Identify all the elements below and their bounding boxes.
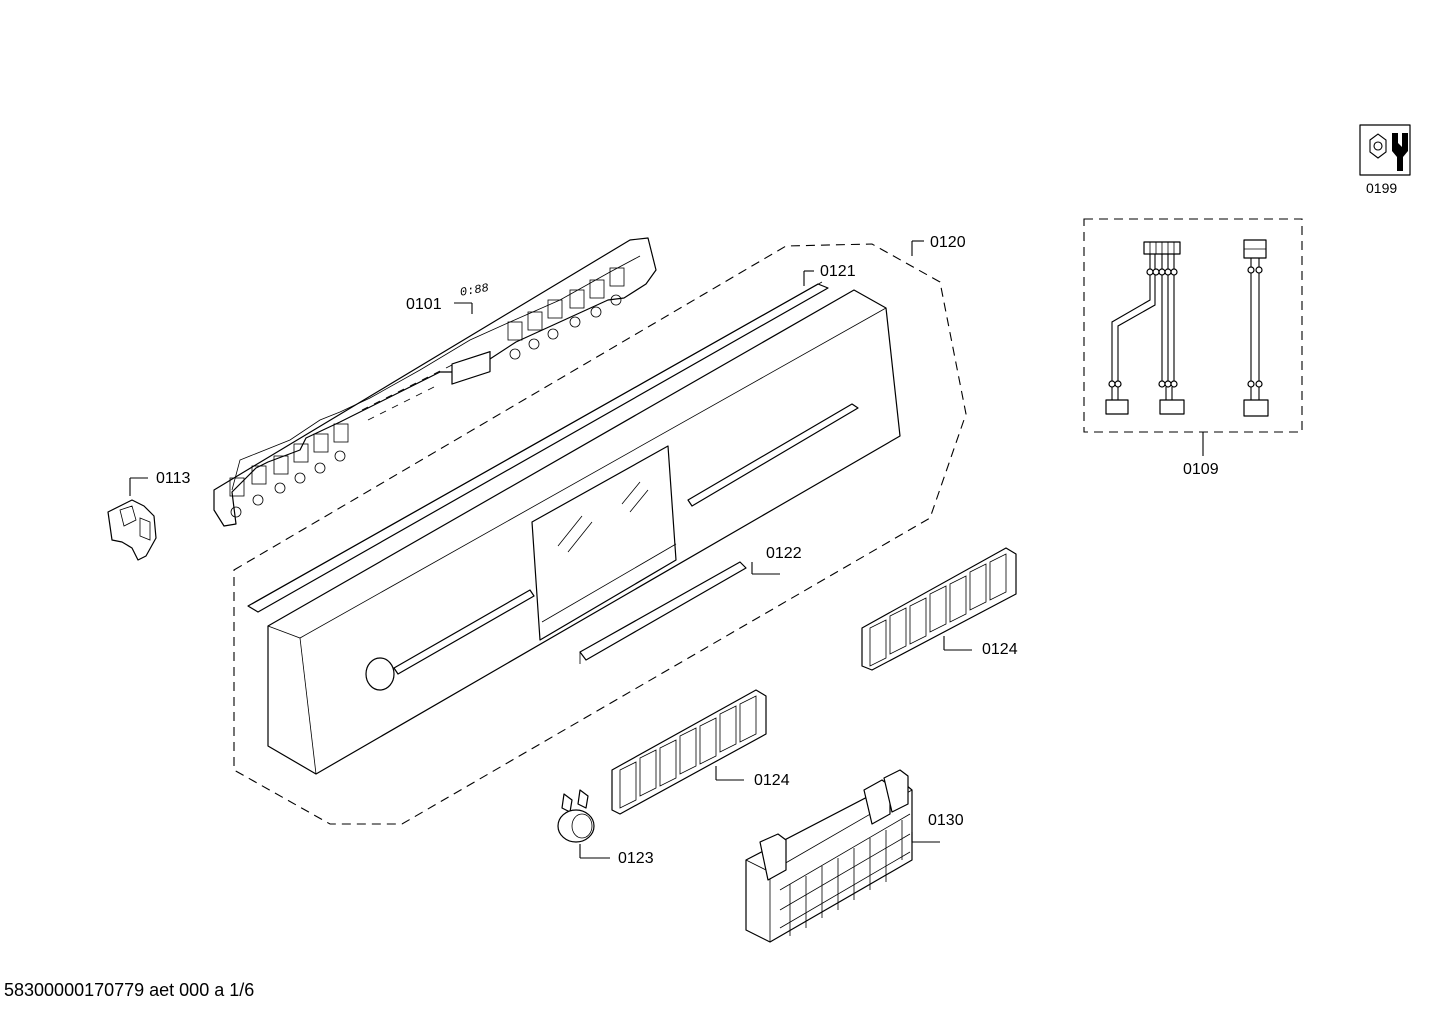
cable-set-0109 xyxy=(1083,218,1303,433)
nut-and-wrench-icon xyxy=(1359,124,1411,176)
svg-text:0:88: 0:88 xyxy=(460,281,489,300)
clip-0113 xyxy=(107,499,157,561)
fascia-panel xyxy=(267,289,901,775)
part-label-0109: 0109 xyxy=(1183,461,1219,478)
part-label-0113: 0113 xyxy=(156,470,191,487)
seal-strip-0121 xyxy=(247,281,829,613)
strip-0122 xyxy=(579,561,747,664)
knob-0123 xyxy=(557,789,595,843)
button-bar-0124-lower xyxy=(611,689,767,815)
part-label-0199: 0199 xyxy=(1366,180,1397,196)
part-label-0122: 0122 xyxy=(766,545,802,562)
bracket-0130 xyxy=(745,769,913,943)
document-id-footer: 58300000170779 aet 000 a 1/6 xyxy=(4,980,255,1000)
part-label-0101: 0101 xyxy=(406,296,442,313)
panel-assembly-outline-0120 xyxy=(233,243,967,825)
part-label-0130: 0130 xyxy=(928,812,964,829)
part-label-0121: 0121 xyxy=(820,263,856,280)
part-label-0120: 0120 xyxy=(930,234,966,251)
control-module-0101: 0:88 xyxy=(213,237,657,527)
button-bar-0124-right xyxy=(861,547,1017,671)
part-label-0124-right: 0124 xyxy=(982,641,1018,658)
part-label-0124-lower: 0124 xyxy=(754,772,790,789)
part-label-0123: 0123 xyxy=(618,850,654,867)
